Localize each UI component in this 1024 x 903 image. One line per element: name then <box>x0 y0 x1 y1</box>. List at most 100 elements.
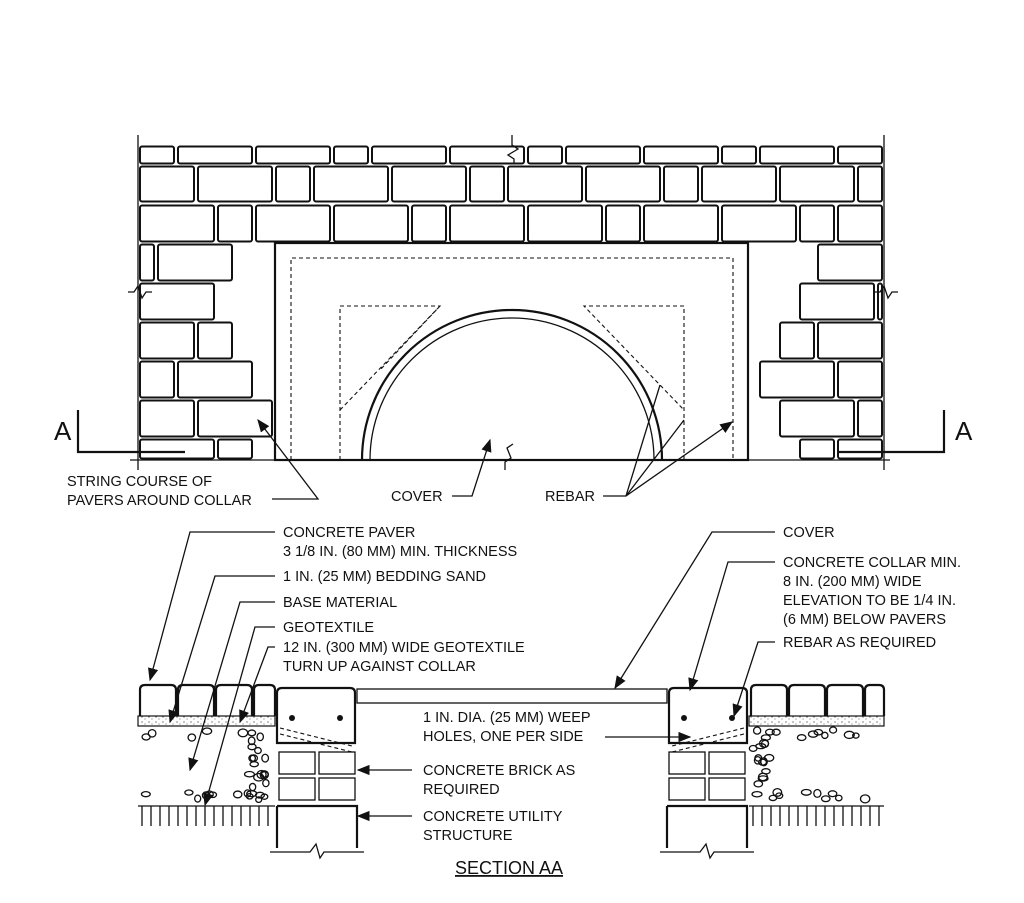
paver <box>643 204 719 243</box>
aggregate-stone <box>757 775 769 782</box>
brick-label: CONCRETE BRICK AS <box>423 763 575 779</box>
utility-structure-label: CONCRETE UTILITY <box>423 809 563 825</box>
aggregate-stone <box>820 795 831 803</box>
aggregate-stone <box>253 772 265 782</box>
paver <box>371 145 447 165</box>
section-paver <box>787 683 827 716</box>
paver <box>605 204 641 243</box>
paver <box>527 204 603 243</box>
rebar-required-label: REBAR AS REQUIRED <box>783 635 936 651</box>
left-bricks <box>278 751 356 801</box>
paver <box>837 360 883 399</box>
right-collar <box>667 686 749 745</box>
rebar-label: REBAR <box>545 489 595 505</box>
section-paver <box>138 683 178 716</box>
collar-elevation-label: ELEVATION TO BE 1/4 IN. <box>783 593 956 609</box>
plan-view: A A STRING COURSE OF PAVERS AROUND COLLA… <box>54 135 973 509</box>
paver <box>527 145 563 165</box>
aggregate-stone <box>147 728 157 738</box>
section-marker-left-line <box>76 410 185 454</box>
aggregate-stone <box>813 788 822 798</box>
aggregate-stone <box>852 732 860 739</box>
paver <box>857 399 883 438</box>
paver <box>411 204 447 243</box>
paver <box>663 165 699 203</box>
string-course-label-2: PAVERS AROUND COLLAR <box>67 493 252 509</box>
paver <box>449 204 525 243</box>
base-material-label: BASE MATERIAL <box>283 595 397 611</box>
paver <box>255 145 331 165</box>
bedding-sand <box>137 715 276 727</box>
aggregate-stone <box>255 796 263 804</box>
aggregate-stone <box>256 732 265 742</box>
aggregate-stone <box>813 728 824 736</box>
weep-holes-label-2: HOLES, ONE PER SIDE <box>423 729 584 745</box>
aggregate-stone <box>237 728 249 738</box>
break-line-right <box>874 284 898 300</box>
paver <box>779 165 855 203</box>
paver <box>333 145 369 165</box>
paver <box>157 243 233 282</box>
aggregate-stone <box>760 757 768 767</box>
aggregate-stone <box>184 789 194 796</box>
aggregate-stone <box>249 761 259 768</box>
center-callouts: 1 IN. DIA. (25 MM) WEEP HOLES, ONE PER S… <box>356 710 692 844</box>
right-callouts: COVER CONCRETE COLLAR MIN. 8 IN. (200 MM… <box>614 525 961 718</box>
paver <box>313 165 389 203</box>
cover-label: COVER <box>391 489 443 505</box>
paver <box>799 438 835 460</box>
paver <box>449 145 525 165</box>
aggregate-stone <box>243 770 256 778</box>
cover-section-label: COVER <box>783 525 835 541</box>
left-callouts: CONCRETE PAVER 3 1/8 IN. (80 MM) MIN. TH… <box>148 525 525 807</box>
left-collar <box>275 686 357 745</box>
paver <box>469 165 505 203</box>
paver <box>139 321 195 360</box>
aggregate-stone <box>232 790 243 799</box>
aggregate-stone <box>194 794 202 803</box>
aggregate-stone <box>758 758 768 766</box>
collar-width-label: 8 IN. (200 MM) WIDE <box>783 574 922 590</box>
paver <box>139 165 195 203</box>
paver <box>507 165 583 203</box>
paver <box>837 204 883 243</box>
bedding-sand-label: 1 IN. (25 MM) BEDDING SAND <box>283 569 486 585</box>
aggregate-stone <box>753 780 764 788</box>
brick-label-2: REQUIRED <box>423 782 500 798</box>
aggregate-stone <box>748 744 758 753</box>
aggregate-stone <box>772 787 783 797</box>
paver <box>799 204 835 243</box>
aggregate-stone <box>247 736 256 746</box>
section-paver <box>749 683 789 716</box>
paver <box>837 145 883 165</box>
paver <box>217 438 253 460</box>
paver <box>799 282 875 321</box>
cover-arc-inner <box>369 317 655 461</box>
break-line-top <box>506 135 520 163</box>
paver <box>255 204 331 243</box>
paver <box>565 145 641 165</box>
aggregate-stone <box>752 726 762 735</box>
geotextile-label: GEOTEXTILE <box>283 620 374 636</box>
paver <box>643 145 719 165</box>
manhole-cover <box>356 688 668 704</box>
section-paver <box>825 683 865 716</box>
paver <box>275 165 311 203</box>
paver <box>139 204 215 243</box>
section-paver <box>176 683 216 716</box>
aggregate-stone <box>859 794 871 804</box>
left-utility-structure <box>275 804 359 848</box>
paver <box>759 145 835 165</box>
rebar-diagonals <box>339 305 685 460</box>
paver <box>701 165 777 203</box>
section-paver <box>214 683 254 716</box>
aggregate-stone <box>201 727 213 735</box>
paver <box>217 204 253 243</box>
collar-label: CONCRETE COLLAR MIN. <box>783 555 961 571</box>
paver <box>177 145 253 165</box>
aggregate-stone <box>771 728 781 736</box>
aggregate-stone <box>141 733 151 741</box>
paver <box>139 399 195 438</box>
aggregate-stone <box>247 743 257 751</box>
aggregate-stone <box>796 734 807 742</box>
